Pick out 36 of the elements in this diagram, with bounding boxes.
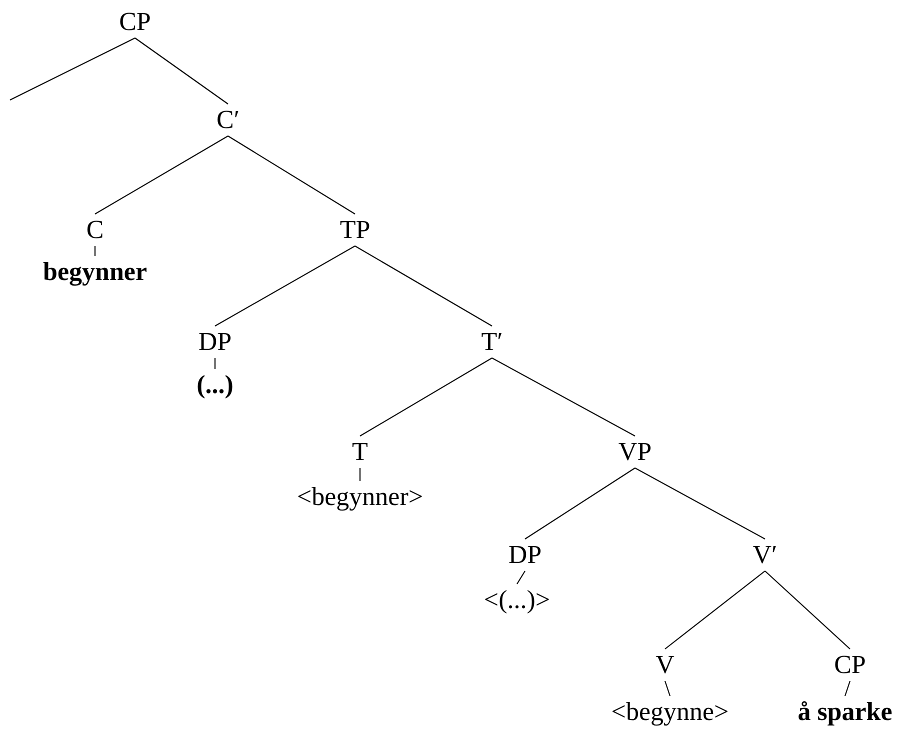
tree-node-label: begynner	[41, 258, 149, 286]
tree-node-label: <(...)>	[482, 586, 552, 614]
tree-branch-line	[360, 358, 492, 436]
tree-branch-line	[844, 680, 851, 696]
tree-branch-line	[10, 38, 136, 100]
tree-branch-line	[664, 570, 766, 650]
tree-node-label: <begynne>	[609, 698, 731, 726]
tree-branch-line	[664, 680, 671, 696]
tree-branch-line	[214, 358, 216, 369]
tree-branch-line	[524, 468, 636, 540]
tree-branch-line	[634, 468, 766, 540]
tree-node-label: (...)	[194, 371, 236, 399]
tree-node-label: V′	[750, 541, 780, 569]
tree-node-label: DP	[506, 541, 544, 569]
tree-node-label: CP	[117, 8, 153, 36]
tree-node-label: C	[84, 216, 106, 244]
tree-branch-line	[492, 358, 636, 436]
tree-node-label: CP	[832, 651, 868, 679]
tree-node-label: T′	[479, 328, 505, 356]
tree-branch-line	[228, 136, 356, 214]
tree-node-label: VP	[616, 438, 654, 466]
tree-branch-line	[94, 246, 96, 256]
tree-branch-line	[214, 246, 356, 326]
tree-branch-line	[134, 38, 228, 104]
tree-branch-line	[764, 570, 850, 650]
tree-branch-line	[359, 468, 361, 481]
tree-node-label: DP	[196, 328, 234, 356]
tree-node-label: TP	[338, 216, 372, 244]
tree-branch-line	[94, 136, 228, 214]
tree-node-label: C′	[214, 106, 242, 134]
tree-node-label: T	[350, 438, 370, 466]
tree-branch-line	[354, 246, 492, 326]
tree-node-label: <begynner>	[294, 483, 426, 511]
tree-node-label: å sparke	[796, 698, 894, 726]
tree-branch-line	[516, 570, 526, 584]
tree-node-label: V	[654, 651, 676, 679]
